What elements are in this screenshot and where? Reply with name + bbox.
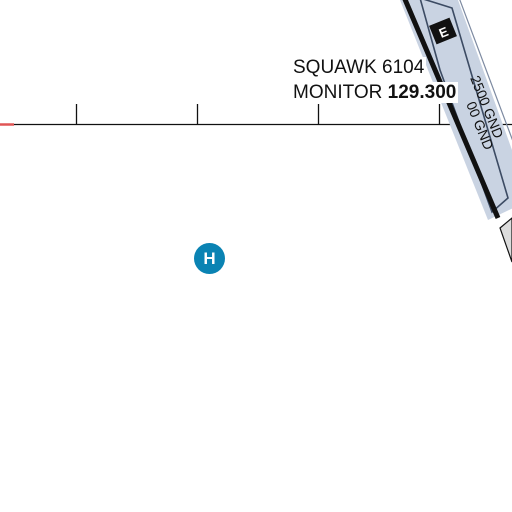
- squawk-text: SQUAWK: [293, 57, 377, 78]
- airspace-outer-line: [459, 0, 512, 141]
- monitor-text: MONITOR: [293, 82, 383, 103]
- monitor-label: MONITOR 129.300: [293, 82, 459, 103]
- squawk-label: SQUAWK 6104: [293, 57, 427, 78]
- airspace-gray-edge: [499, 217, 512, 263]
- heliport-icon[interactable]: H: [194, 243, 225, 274]
- airspace-boundary-line: [402, 0, 501, 219]
- squawk-code: 6104: [382, 57, 427, 78]
- heliport-letter: H: [203, 248, 216, 268]
- airspace-inner-box: [419, 0, 509, 214]
- class-e-badge: E: [429, 17, 457, 45]
- monitor-frequency: 129.300: [387, 82, 459, 103]
